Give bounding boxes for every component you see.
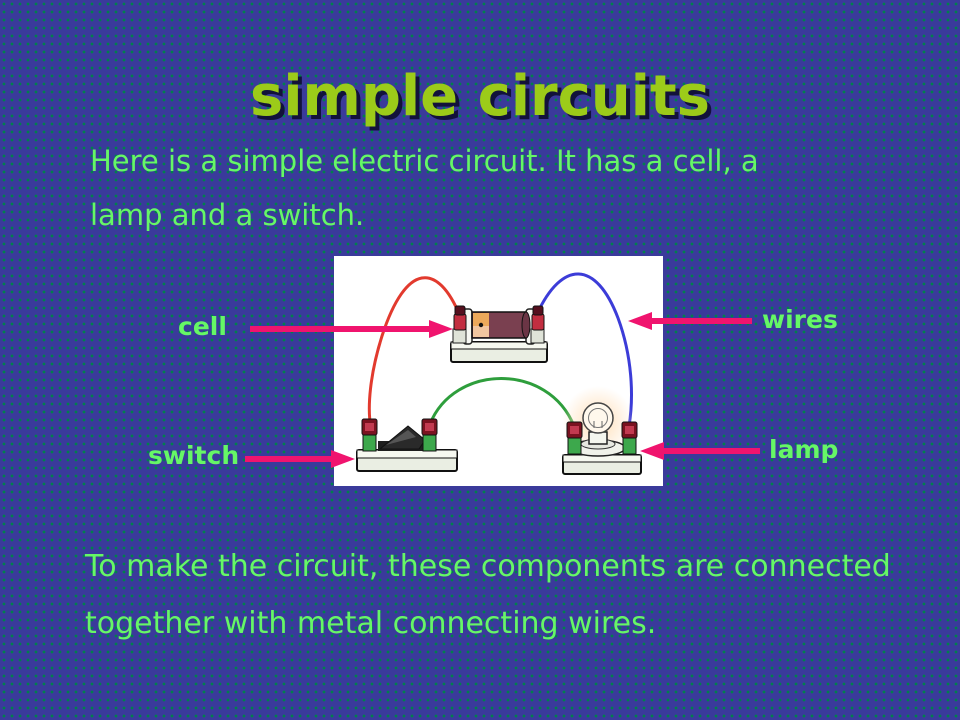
- outro-line-2: together with metal connecting wires.: [85, 606, 657, 641]
- cell-graphic: [450, 305, 548, 363]
- lamp-label: lamp: [769, 435, 839, 464]
- page-title: simple circuits: [249, 63, 710, 129]
- switch-graphic: [356, 418, 458, 472]
- circuit-diagram: [334, 256, 663, 486]
- intro-line-1: Here is a simple electric circuit. It ha…: [90, 144, 759, 178]
- outro-line-1: To make the circuit, these components ar…: [85, 549, 891, 584]
- outro-paragraph: To make the circuit, these components ar…: [85, 538, 891, 652]
- green-wire: [428, 377, 576, 427]
- wires-arrow: [628, 312, 752, 330]
- switch-arrow: [245, 450, 355, 468]
- intro-line-2: lamp and a switch.: [90, 198, 365, 232]
- intro-paragraph: Here is a simple electric circuit. It ha…: [90, 134, 759, 242]
- lamp-graphic: [562, 386, 642, 475]
- switch-label: switch: [148, 441, 240, 470]
- cell-arrow: [250, 320, 453, 338]
- cell-label: cell: [178, 312, 227, 341]
- red-wire: [367, 276, 462, 429]
- lamp-arrow: [640, 442, 760, 460]
- blue-wire: [535, 272, 633, 427]
- circuit-graphic: [356, 272, 642, 475]
- wires-label: wires: [762, 305, 838, 334]
